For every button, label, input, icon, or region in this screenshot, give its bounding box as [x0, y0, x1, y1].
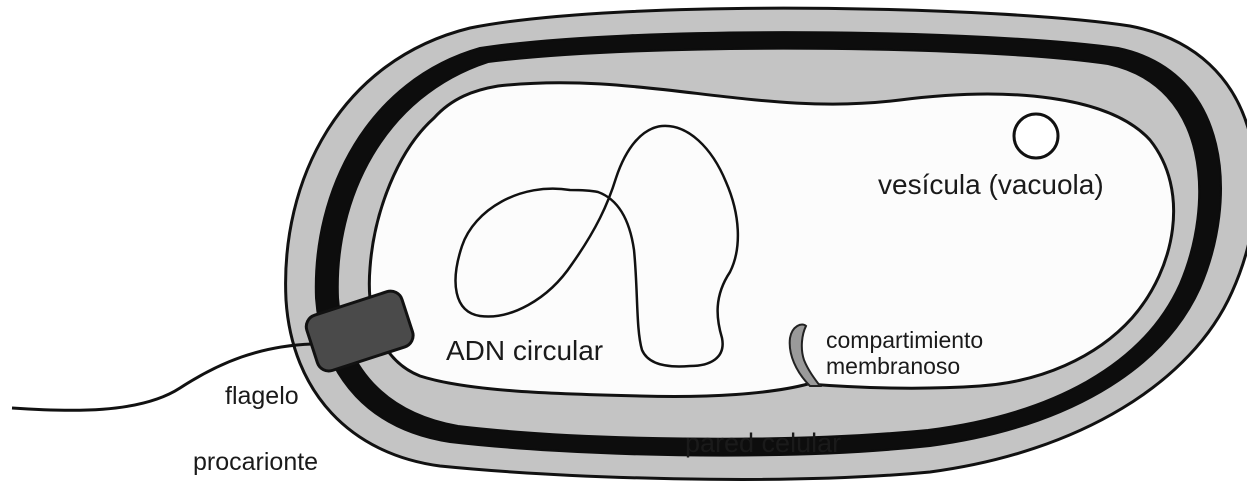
compartment-label-line2: membranoso [826, 353, 960, 379]
dna-label: ADN circular [446, 335, 603, 366]
compartment-label-line1: compartimiento [826, 327, 983, 353]
vesicle-label: vesícula (vacuola) [878, 169, 1104, 200]
cell-wall-label: pared celular [685, 428, 841, 458]
vesicle-circle [1014, 114, 1058, 158]
prokaryote-label: procarionte [193, 448, 318, 476]
flagellum-label: flagelo [225, 382, 299, 410]
